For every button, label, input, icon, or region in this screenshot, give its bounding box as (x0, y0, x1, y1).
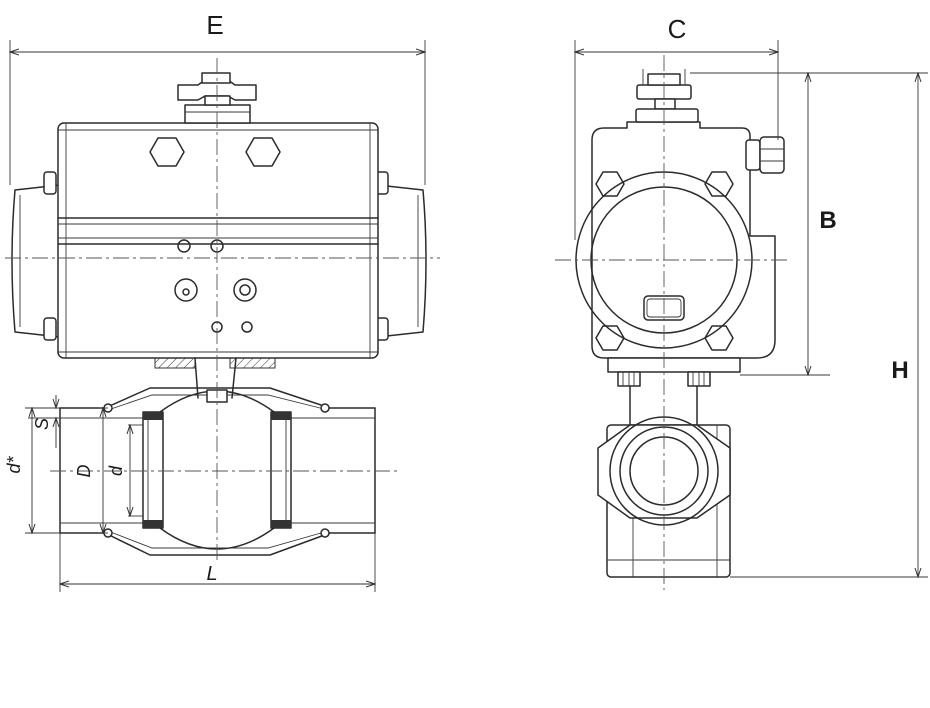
front-view (5, 58, 440, 560)
valve-body-section (59, 387, 376, 556)
dimension-S: S (28, 395, 60, 448)
side-valve-body (597, 416, 731, 578)
dimension-C: C (575, 14, 778, 240)
dimension-label-S: S (32, 418, 52, 430)
right-end-cap (375, 171, 427, 341)
dimension-E: E (10, 10, 425, 185)
dimension-label-D: D (74, 465, 94, 478)
dimension-L: L (60, 533, 375, 592)
dimension-H: H (730, 73, 928, 577)
dimension-label-d-star: d* (4, 455, 24, 473)
dimension-label-C: C (668, 14, 687, 44)
side-actuator (575, 121, 785, 373)
dimension-label-B: B (819, 207, 836, 234)
left-end-cap (11, 171, 61, 341)
dimension-d: d (106, 425, 130, 516)
side-view (555, 55, 790, 590)
side-indicator (635, 69, 699, 123)
side-bracket (617, 371, 711, 429)
actuator-body (57, 122, 379, 359)
position-indicator (177, 72, 257, 124)
dimension-label-H: H (891, 357, 908, 384)
dimension-label-E: E (206, 10, 223, 40)
mounting-bracket (154, 357, 276, 399)
dimension-B: B (690, 73, 837, 375)
hex-nut-right (245, 137, 281, 167)
dimension-d-star: d* (4, 408, 60, 533)
dimension-label-L: L (206, 563, 217, 585)
dimension-D: D (74, 408, 108, 533)
dimension-label-d: d (106, 465, 126, 476)
hex-nut-left (149, 137, 185, 167)
